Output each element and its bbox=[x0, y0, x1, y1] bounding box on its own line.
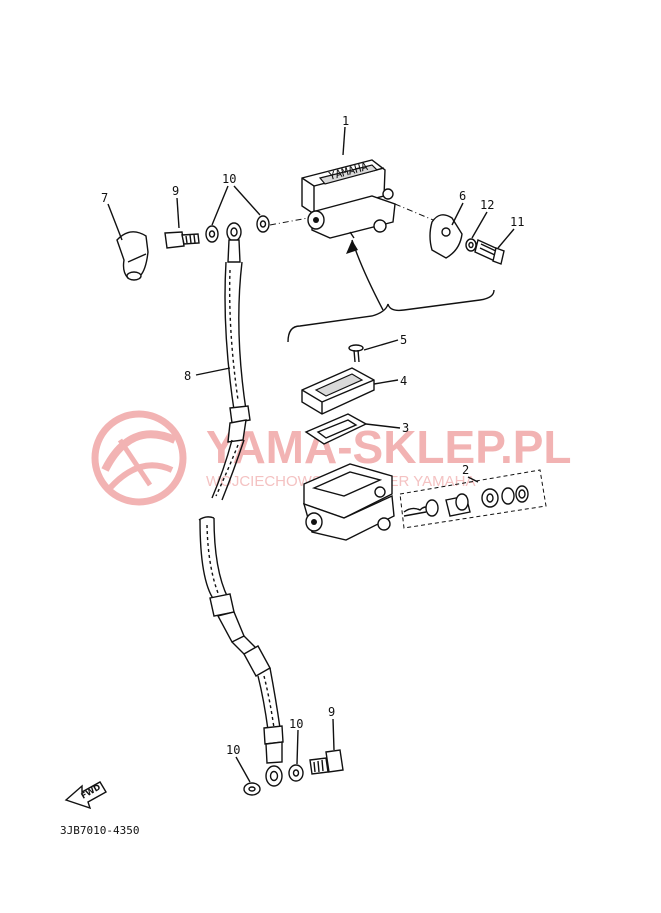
callout-2: 2 bbox=[462, 463, 469, 477]
screw-5 bbox=[348, 344, 364, 363]
holder-clamp bbox=[429, 214, 463, 259]
master-cylinder-kit-2 bbox=[399, 469, 547, 529]
boot-7 bbox=[116, 231, 149, 281]
master-cylinder-assembly: YAMAHA bbox=[301, 159, 396, 239]
reservoir-cap-4 bbox=[301, 367, 375, 415]
callout-6: 6 bbox=[459, 189, 466, 203]
bolt-11 bbox=[474, 239, 505, 265]
master-cylinder-body bbox=[302, 463, 395, 541]
callout-3: 3 bbox=[402, 421, 409, 435]
callout-12: 12 bbox=[480, 198, 494, 212]
washer-10-bottom-left bbox=[243, 782, 261, 796]
callout-5: 5 bbox=[400, 333, 407, 347]
union-bolt-bottom bbox=[309, 749, 344, 775]
assembly-line bbox=[394, 203, 439, 223]
watermark: YAMA-SKLEP.PL WOJCIECHOWSKI - DEALER YAM… bbox=[91, 410, 572, 506]
callout-7: 7 bbox=[101, 191, 108, 205]
callout-9-top: 9 bbox=[172, 184, 179, 198]
detail-arrow-head bbox=[346, 240, 358, 254]
brake-hose bbox=[198, 222, 284, 787]
callout-11: 11 bbox=[510, 215, 524, 229]
washer-10-top-b bbox=[256, 215, 270, 233]
washer-12 bbox=[465, 238, 477, 252]
assembly-line bbox=[269, 217, 309, 226]
callout-10-top: 10 bbox=[222, 172, 236, 186]
detail-arrow bbox=[351, 239, 384, 311]
callout-1: 1 bbox=[342, 114, 349, 128]
diagram-code: 3JB7010-4350 bbox=[60, 824, 139, 837]
callout-8: 8 bbox=[184, 369, 191, 383]
union-bolt-top bbox=[164, 231, 200, 249]
callout-4: 4 bbox=[400, 374, 407, 388]
callout-10-bottom-left: 10 bbox=[226, 743, 240, 757]
callout-10-bottom-right: 10 bbox=[289, 717, 303, 731]
leader-lines bbox=[107, 126, 515, 783]
washer-10-top-a bbox=[205, 225, 219, 243]
forward-arrow-icon: FWD bbox=[64, 781, 107, 810]
callout-9-bottom: 9 bbox=[328, 705, 335, 719]
detail-bracket bbox=[287, 289, 495, 343]
watermark-logo bbox=[91, 410, 187, 506]
washer-10-bottom-right bbox=[288, 764, 304, 782]
watermark-brand: YAMA-SKLEP.PL bbox=[206, 421, 572, 473]
